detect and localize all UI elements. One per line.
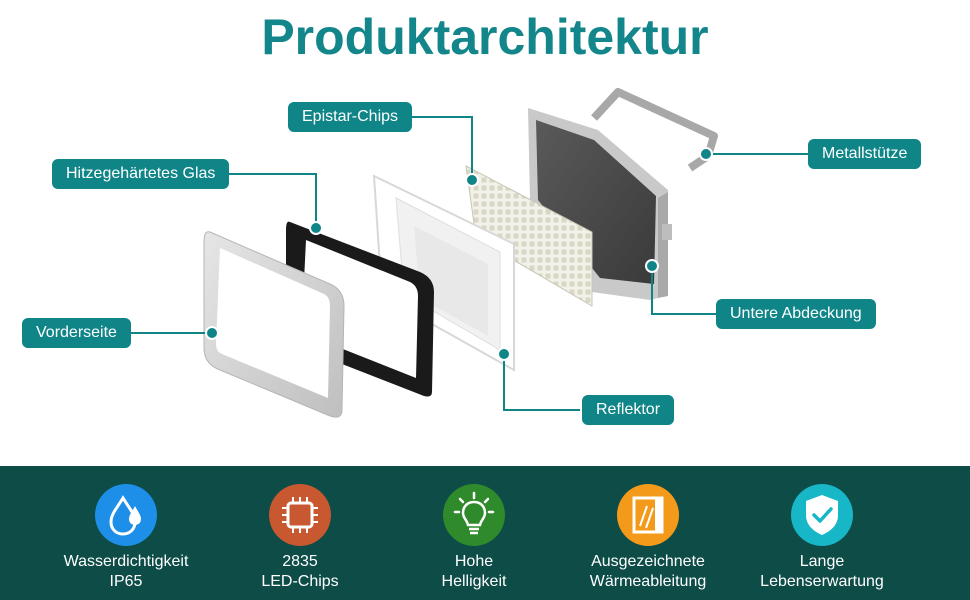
- chip-icon: [269, 484, 331, 546]
- feature-line1: Ausgezeichnete: [591, 553, 705, 570]
- feature-led-chips: 2835 LED-Chips: [205, 466, 395, 600]
- page-title: Produktarchitektur: [261, 9, 709, 65]
- front-frame: [203, 231, 345, 418]
- feature-line2: IP65: [109, 573, 143, 590]
- leader-dots: [205, 147, 713, 361]
- metal-bracket: [591, 88, 718, 172]
- feature-lifespan: Lange Lebenserwartung: [727, 466, 917, 600]
- led-board: [465, 165, 593, 307]
- feature-bar: Wasserdichtigkeit IP65 2835 LED-Chips: [0, 466, 970, 600]
- label-epistar-chips: Epistar-Chips: [288, 102, 413, 132]
- feature-waterproof: Wasserdichtigkeit IP65: [31, 466, 221, 600]
- feature-line1: Hohe: [454, 553, 494, 570]
- label-metal-bracket: Metallstütze: [808, 139, 922, 169]
- feature-brightness: Hohe Helligkeit: [379, 466, 569, 600]
- feature-line2: LED-Chips: [261, 573, 339, 590]
- label-reflector: Reflektor: [582, 395, 675, 425]
- feature-line2: Lebenserwartung: [760, 573, 884, 590]
- water-drop-icon: [95, 484, 157, 546]
- label-bottom-cover: Untere Abdeckung: [716, 299, 876, 329]
- feature-line2: Helligkeit: [441, 573, 507, 590]
- feature-line1: Lange: [799, 553, 845, 570]
- label-front: Vorderseite: [22, 318, 131, 348]
- feature-line1: 2835: [282, 553, 318, 570]
- feature-heat-dissipation: Ausgezeichnete Wärmeableitung: [553, 466, 743, 600]
- housing: [528, 108, 672, 300]
- shield-check-icon: [791, 484, 853, 546]
- label-tempered-glass: Hitzegehärtetes Glas: [52, 159, 230, 189]
- lightbulb-icon: [443, 484, 505, 546]
- feature-line1: Wasserdichtigkeit: [63, 553, 189, 570]
- reflector-part: [372, 174, 515, 372]
- leader-lines: [130, 116, 808, 411]
- heat-icon: [617, 484, 679, 546]
- exploded-diagram: [130, 88, 808, 418]
- feature-line2: Wärmeableitung: [589, 573, 707, 590]
